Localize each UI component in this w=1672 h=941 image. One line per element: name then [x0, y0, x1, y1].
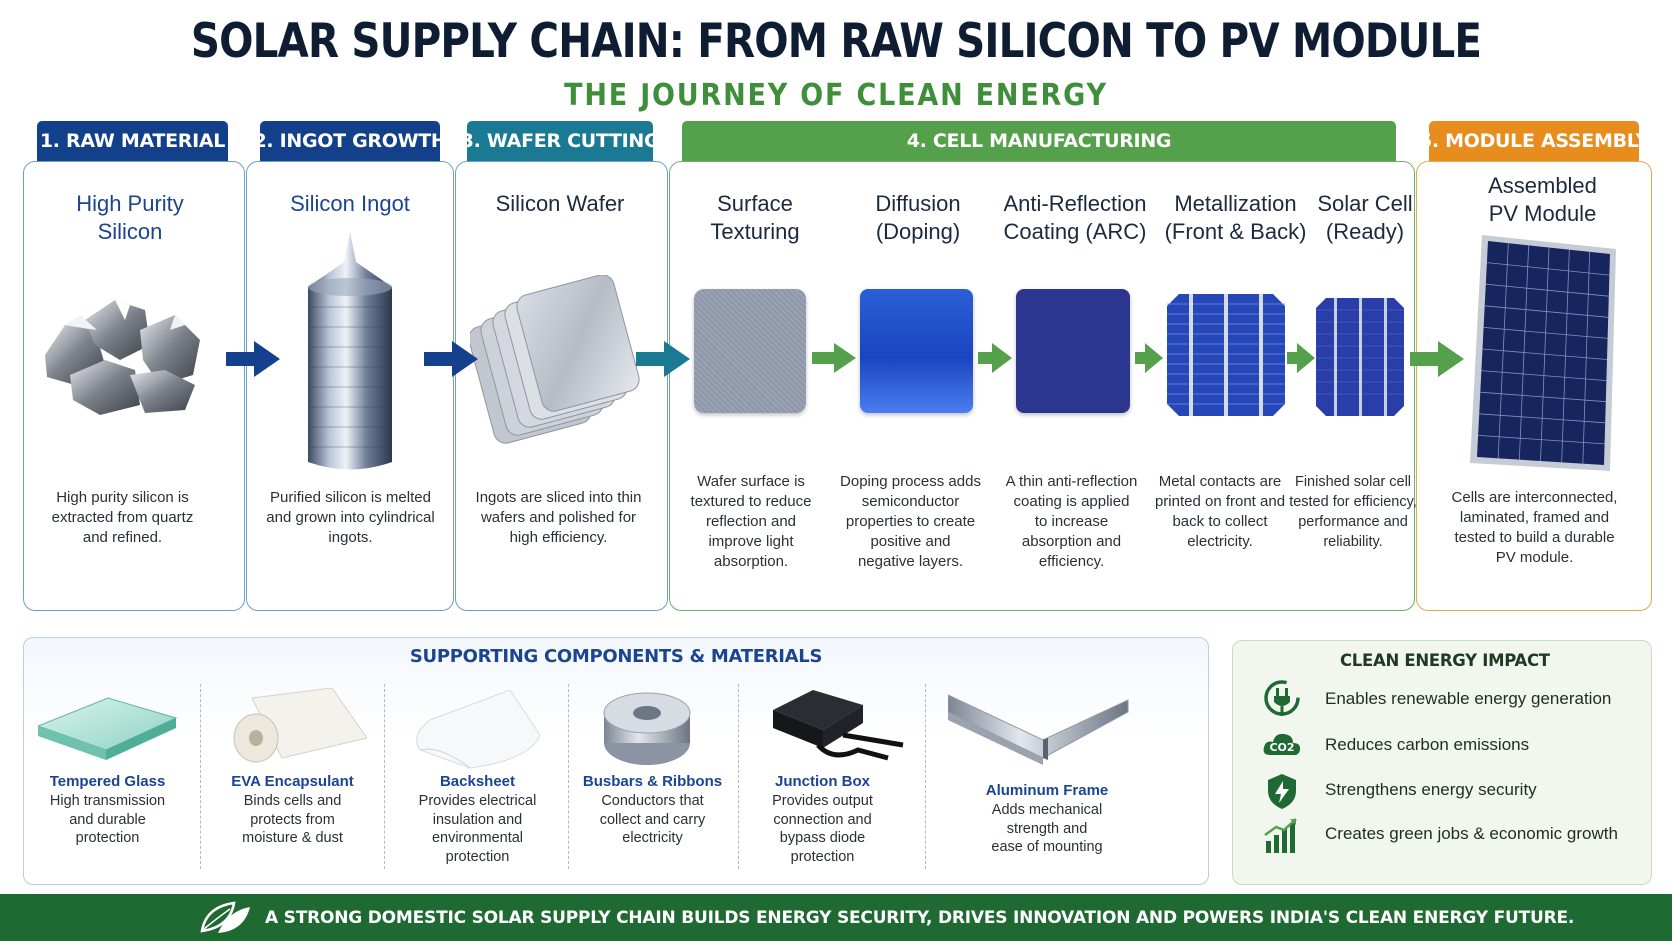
step-desc-module-assembly: Cells are interconnected,laminated, fram… — [1451, 489, 1618, 566]
pv-module-grid-line — [1485, 283, 1609, 297]
junction-box-icon — [773, 690, 904, 761]
pv-module-grid-line — [1483, 327, 1608, 339]
supporting-components-panel — [23, 637, 1209, 885]
textured-wafer-icon — [694, 289, 806, 413]
component-divider — [568, 684, 569, 869]
busbar-ribbon-icon — [603, 692, 691, 765]
step-title-silicon-ingot: Silicon Ingot — [290, 191, 410, 216]
stage-tab-module-assembly: 5. MODULE ASSEMBLY — [1419, 121, 1649, 161]
page-subtitle: THE JOURNEY OF CLEAN ENERGY — [564, 78, 1108, 113]
arc-coated-wafer-icon — [1016, 289, 1130, 413]
component-divider — [200, 684, 201, 869]
page-title: SOLAR SUPPLY CHAIN: FROM RAW SILICON TO … — [190, 14, 1482, 69]
flow-arrow-6 — [1135, 343, 1163, 373]
flow-arrow-2 — [424, 341, 478, 377]
component-divider — [925, 684, 926, 869]
step-title-silicon-wafer: Silicon Wafer — [495, 191, 625, 216]
shield-bolt-icon — [1268, 774, 1296, 809]
flow-arrow-5 — [978, 343, 1012, 373]
finished-solar-cell-icon — [1316, 298, 1404, 416]
stage-tab-cell-manufacturing: 4. CELL MANUFACTURING — [682, 121, 1396, 161]
metallized-cell-icon — [1167, 294, 1285, 416]
pv-module-grid-line — [1484, 305, 1609, 318]
step-title-diffusion: Diffusion(Doping) — [875, 191, 961, 244]
component-divider — [384, 684, 385, 869]
co2-cloud-icon: CO2 — [1263, 733, 1301, 756]
pv-module-grid-line — [1480, 391, 1606, 403]
stage-tab-wafer-cutting: 3. WAFER CUTTING — [461, 121, 660, 161]
supporting-components-title: SUPPORTING COMPONENTS & MATERIALS — [409, 646, 823, 667]
eva-encapsulant-icon — [233, 688, 367, 763]
pv-module-icon — [1470, 235, 1616, 471]
component-name-busbars-ribbons: Busbars & Ribbons — [582, 773, 723, 790]
component-name-backsheet: Backsheet — [439, 773, 516, 790]
clean-energy-impact-title: CLEAN ENERGY IMPACT — [1340, 651, 1550, 670]
leaf-icon — [200, 901, 250, 933]
component-name-junction-box: Junction Box — [774, 773, 870, 790]
aluminum-frame-icon — [948, 694, 1129, 765]
stage-tab-ingot-growth: 2. INGOT GROWTH — [253, 121, 447, 161]
tempered-glass-icon — [38, 697, 178, 760]
co2-label: CO2 — [1269, 741, 1294, 754]
silicon-wafer-stack-icon — [470, 275, 640, 444]
plug-leaf-icon — [1264, 680, 1300, 716]
backsheet-icon — [416, 690, 541, 769]
footer-message: A STRONG DOMESTIC SOLAR SUPPLY CHAIN BUI… — [265, 908, 1575, 928]
component-name-eva-encapsulant: EVA Encapsulant — [231, 773, 354, 790]
flow-arrow-4 — [812, 343, 856, 373]
flow-arrow-7 — [1287, 343, 1315, 373]
stage-tab-raw-material: 1. RAW MATERIAL — [37, 121, 228, 161]
growth-chart-icon — [1264, 818, 1297, 853]
component-name-aluminum-frame: Aluminum Frame — [985, 782, 1109, 799]
pv-module-grid-line — [1478, 435, 1605, 445]
flow-arrow-8 — [1410, 341, 1464, 377]
silicon-rocks-icon — [45, 300, 200, 415]
component-divider — [738, 684, 739, 869]
pv-module-grid-line — [1481, 370, 1607, 381]
flow-arrow-3 — [636, 341, 690, 377]
impact-item-text: Strengthens energy security — [1325, 780, 1537, 799]
pv-module-grid-line — [1486, 262, 1610, 276]
pv-module-grid-line — [1479, 413, 1606, 424]
impact-item-text: Reduces carbon emissions — [1325, 735, 1530, 754]
silicon-ingot-icon — [308, 232, 392, 470]
impact-item-text: Creates green jobs & economic growth — [1325, 824, 1618, 843]
clean-energy-impact-panel — [1232, 640, 1652, 885]
pv-module-grid-line — [1482, 348, 1608, 360]
impact-item-text: Enables renewable energy generation — [1325, 689, 1612, 708]
footer-banner — [0, 894, 1672, 941]
step-title-metallization: Metallization(Front & Back) — [1164, 191, 1307, 244]
flow-arrow-1 — [226, 341, 280, 377]
step-title-solar-cell: Solar Cell(Ready) — [1317, 191, 1413, 244]
doped-wafer-icon — [860, 289, 973, 413]
component-name-tempered-glass: Tempered Glass — [49, 773, 166, 790]
